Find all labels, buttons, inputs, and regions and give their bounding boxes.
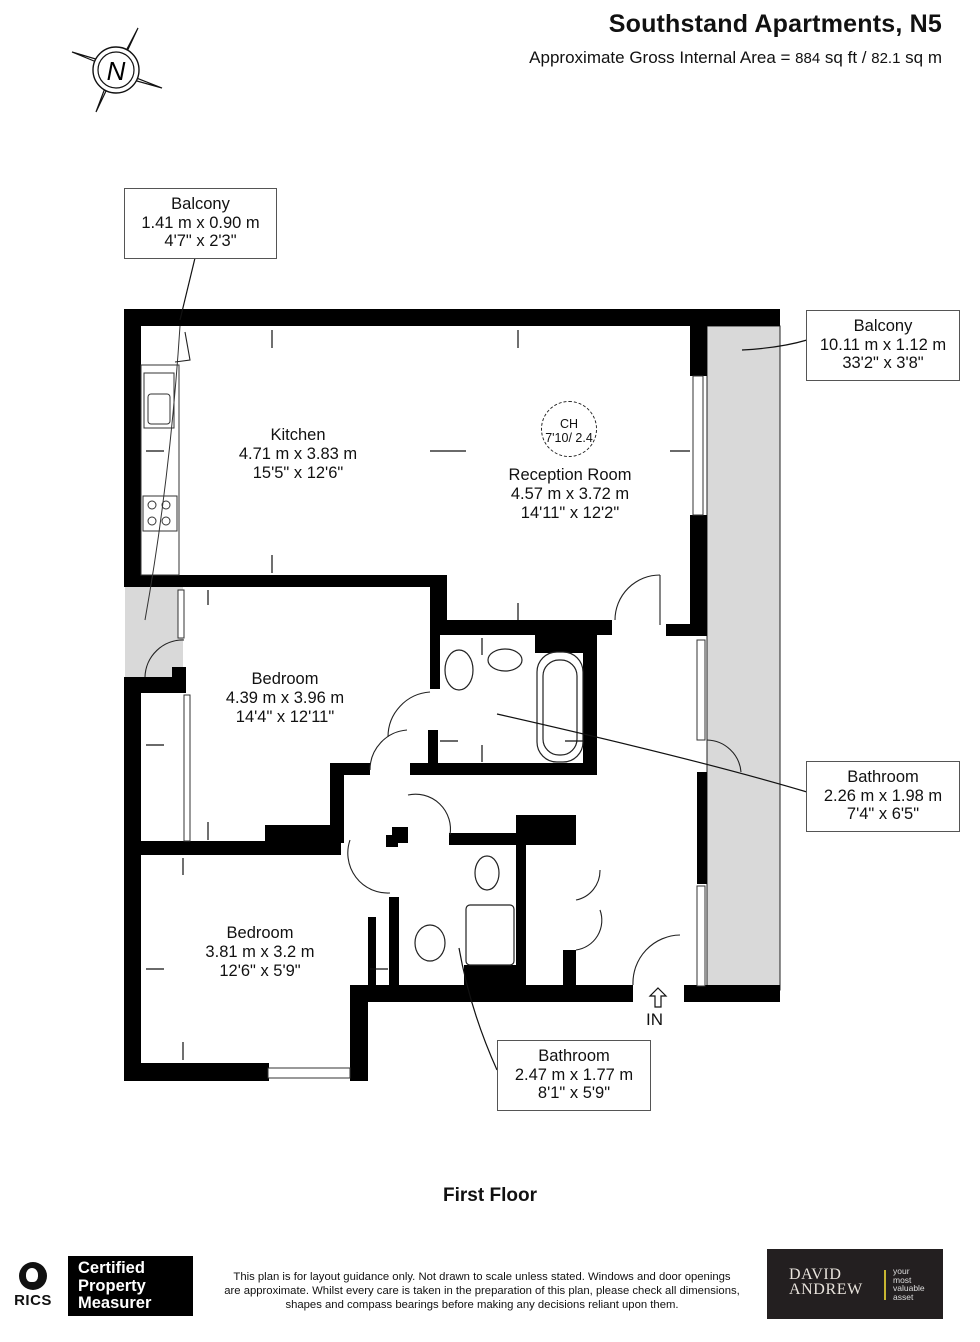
tagline-line: most (893, 1274, 912, 1285)
balcony-small-area (125, 587, 183, 677)
room-name: Reception Room (508, 466, 632, 484)
room-imperial: 14'11" x 12'2" (520, 504, 620, 522)
gross-internal-area: Approximate Gross Internal Area = 884 sq… (529, 48, 942, 68)
callout-name: Bathroom (847, 768, 919, 786)
room-label-bedroom-1: Bedroom 4.39 m x 3.96 m 14'4" x 12'11" (226, 670, 344, 727)
callout-metric: 1.41 m x 0.90 m (141, 213, 260, 232)
walls (124, 309, 780, 1081)
room-metric: 4.57 m x 3.72 m (510, 485, 630, 503)
certified-property-measurer-badge: Certified Property Measurer (68, 1256, 193, 1316)
room-metric: 4.71 m x 3.83 m (238, 445, 358, 463)
compass-north-icon: N (71, 27, 163, 113)
entrance-arrow-icon (648, 987, 668, 1008)
bathroom-fittings (414, 648, 584, 966)
kitchen-fittings (140, 325, 181, 621)
badge-line: Certified (78, 1259, 145, 1277)
callout-metric: 10.11 m x 1.12 m (819, 335, 947, 354)
callout-bathroom-ensuite: Bathroom 2.47 m x 1.77 m 8'1" x 5'9" (497, 1040, 651, 1111)
callout-balcony-small: Balcony 1.41 m x 0.90 m 4'7" x 2'3" (124, 188, 277, 259)
tagline-line: your (893, 1266, 910, 1276)
brand-name: DAVID ANDREW (789, 1266, 863, 1298)
entrance-label: IN (646, 1010, 663, 1029)
area-sqft: 884 (795, 50, 821, 67)
svg-text:N: N (107, 56, 126, 86)
callout-name: Bathroom (538, 1047, 610, 1065)
area-sqm: 82.1 (871, 50, 901, 67)
rics-logo: RICS (8, 1262, 58, 1314)
room-imperial: 12'6" x 5'9" (219, 962, 301, 980)
leader-lines (179, 257, 808, 1071)
room-imperial: 15'5" x 12'6" (252, 464, 344, 482)
windows (177, 375, 706, 1079)
callout-imperial: 4'7" x 2'3" (164, 232, 237, 250)
balcony-large-area (706, 325, 781, 991)
badge-line: Property (78, 1276, 146, 1295)
badge-line: Measurer (78, 1294, 152, 1312)
disclaimer-line: shapes and compass bearings before makin… (285, 1299, 679, 1311)
floor-label: First Floor (443, 1185, 537, 1206)
disclaimer-line: are approximate. Whilst every care is ta… (224, 1285, 740, 1297)
room-metric: 3.81 m x 3.2 m (205, 943, 315, 961)
callout-imperial: 33'2" x 3'8" (842, 354, 924, 372)
disclaimer-text: This plan is for layout guidance only. N… (204, 1270, 760, 1312)
ceiling-height-marker: CH 7'10/ 2.4 (541, 401, 597, 457)
callout-metric: 2.26 m x 1.98 m (823, 786, 943, 805)
ceiling-height-label: CH (559, 417, 579, 431)
brand-name-line: DAVID (789, 1266, 842, 1283)
callout-name: Balcony (171, 195, 230, 213)
disclaimer-line: This plan is for layout guidance only. N… (233, 1271, 731, 1283)
david-andrew-logo: DAVID ANDREW your most valuable asset (767, 1249, 943, 1319)
brand-name-line: ANDREW (789, 1281, 863, 1298)
door-swings (144, 331, 742, 986)
callout-imperial: 8'1" x 5'9" (537, 1084, 611, 1102)
callout-bathroom-main: Bathroom 2.26 m x 1.98 m 7'4" x 6'5" (806, 761, 960, 832)
room-label-reception: Reception Room 4.57 m x 3.72 m 14'11" x … (509, 466, 632, 523)
rics-text: RICS (14, 1292, 52, 1309)
callout-name: Balcony (853, 317, 913, 335)
room-name: Bedroom (226, 924, 294, 942)
room-name: Bedroom (251, 670, 319, 688)
rics-lion-icon (19, 1262, 47, 1290)
callout-balcony-large: Balcony 10.11 m x 1.12 m 33'2" x 3'8" (806, 310, 960, 381)
brand-tagline: your most valuable asset (893, 1267, 925, 1301)
callout-imperial: 7'4" x 6'5" (846, 805, 920, 823)
area-sqft-unit: sq ft / (820, 48, 872, 67)
plan-title: Southstand Apartments, N5 (608, 10, 942, 38)
tagline-line: valuable (893, 1283, 925, 1293)
area-prefix: Approximate Gross Internal Area = (529, 48, 796, 67)
room-metric: 4.39 m x 3.96 m (225, 689, 345, 707)
brand-divider (884, 1270, 886, 1300)
room-label-kitchen: Kitchen 4.71 m x 3.83 m 15'5" x 12'6" (239, 426, 357, 483)
ceiling-height-value: 7'10/ 2.4 (545, 431, 593, 445)
room-label-bedroom-2: Bedroom 3.81 m x 3.2 m 12'6" x 5'9" (205, 924, 314, 981)
callout-metric: 2.47 m x 1.77 m (514, 1065, 634, 1084)
room-imperial: 14'4" x 12'11" (235, 708, 335, 726)
area-sqm-unit: sq m (900, 48, 942, 67)
tagline-line: asset (893, 1291, 914, 1302)
room-name: Kitchen (270, 426, 326, 444)
